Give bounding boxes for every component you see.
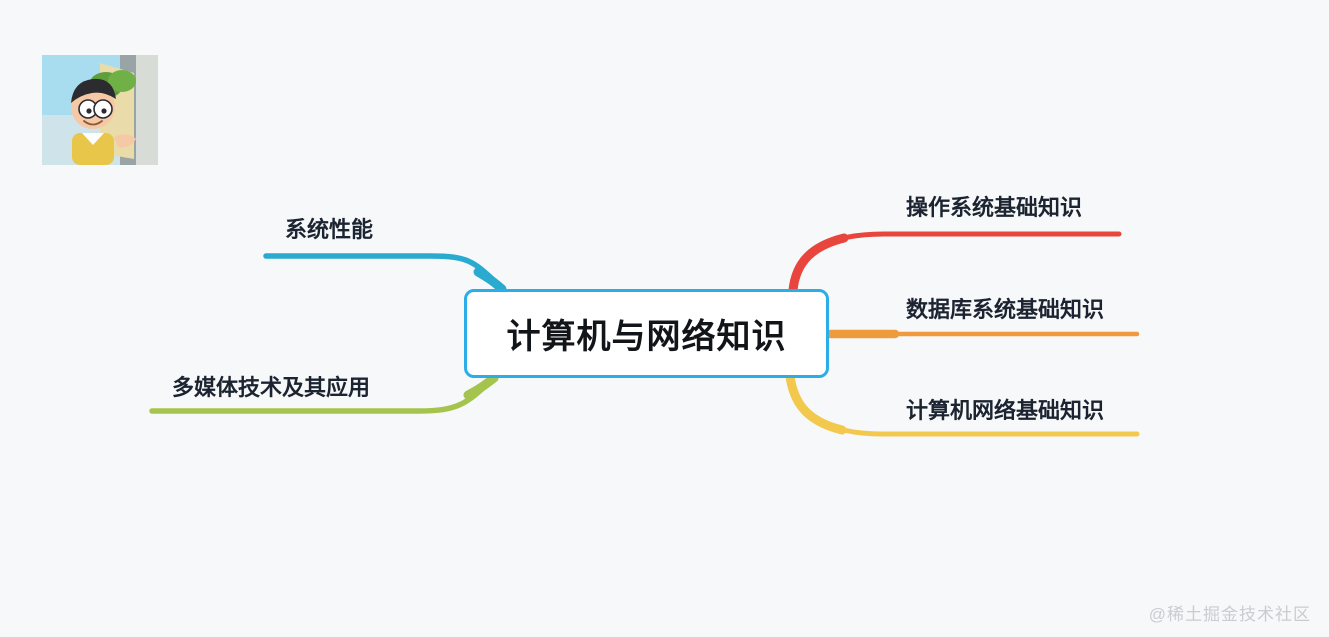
branch-label-multimedia[interactable]: 多媒体技术及其应用 <box>172 375 371 400</box>
branch-line-system-performance <box>263 253 503 289</box>
branch-label-operating-system[interactable]: 操作系统基础知识 <box>906 195 1083 220</box>
center-node-label: 计算机与网络知识 <box>506 318 787 356</box>
branch-label-system-performance[interactable]: 系统性能 <box>285 217 374 242</box>
branch-line-operating-system <box>792 231 1122 291</box>
watermark: @稀土掘金技术社区 <box>1148 605 1311 624</box>
avatar <box>42 55 158 165</box>
branch-label-computer-network[interactable]: 计算机网络基础知识 <box>906 398 1105 423</box>
center-node[interactable]: 计算机与网络知识 <box>464 289 829 378</box>
branch-label-database[interactable]: 数据库系统基础知识 <box>906 297 1105 322</box>
